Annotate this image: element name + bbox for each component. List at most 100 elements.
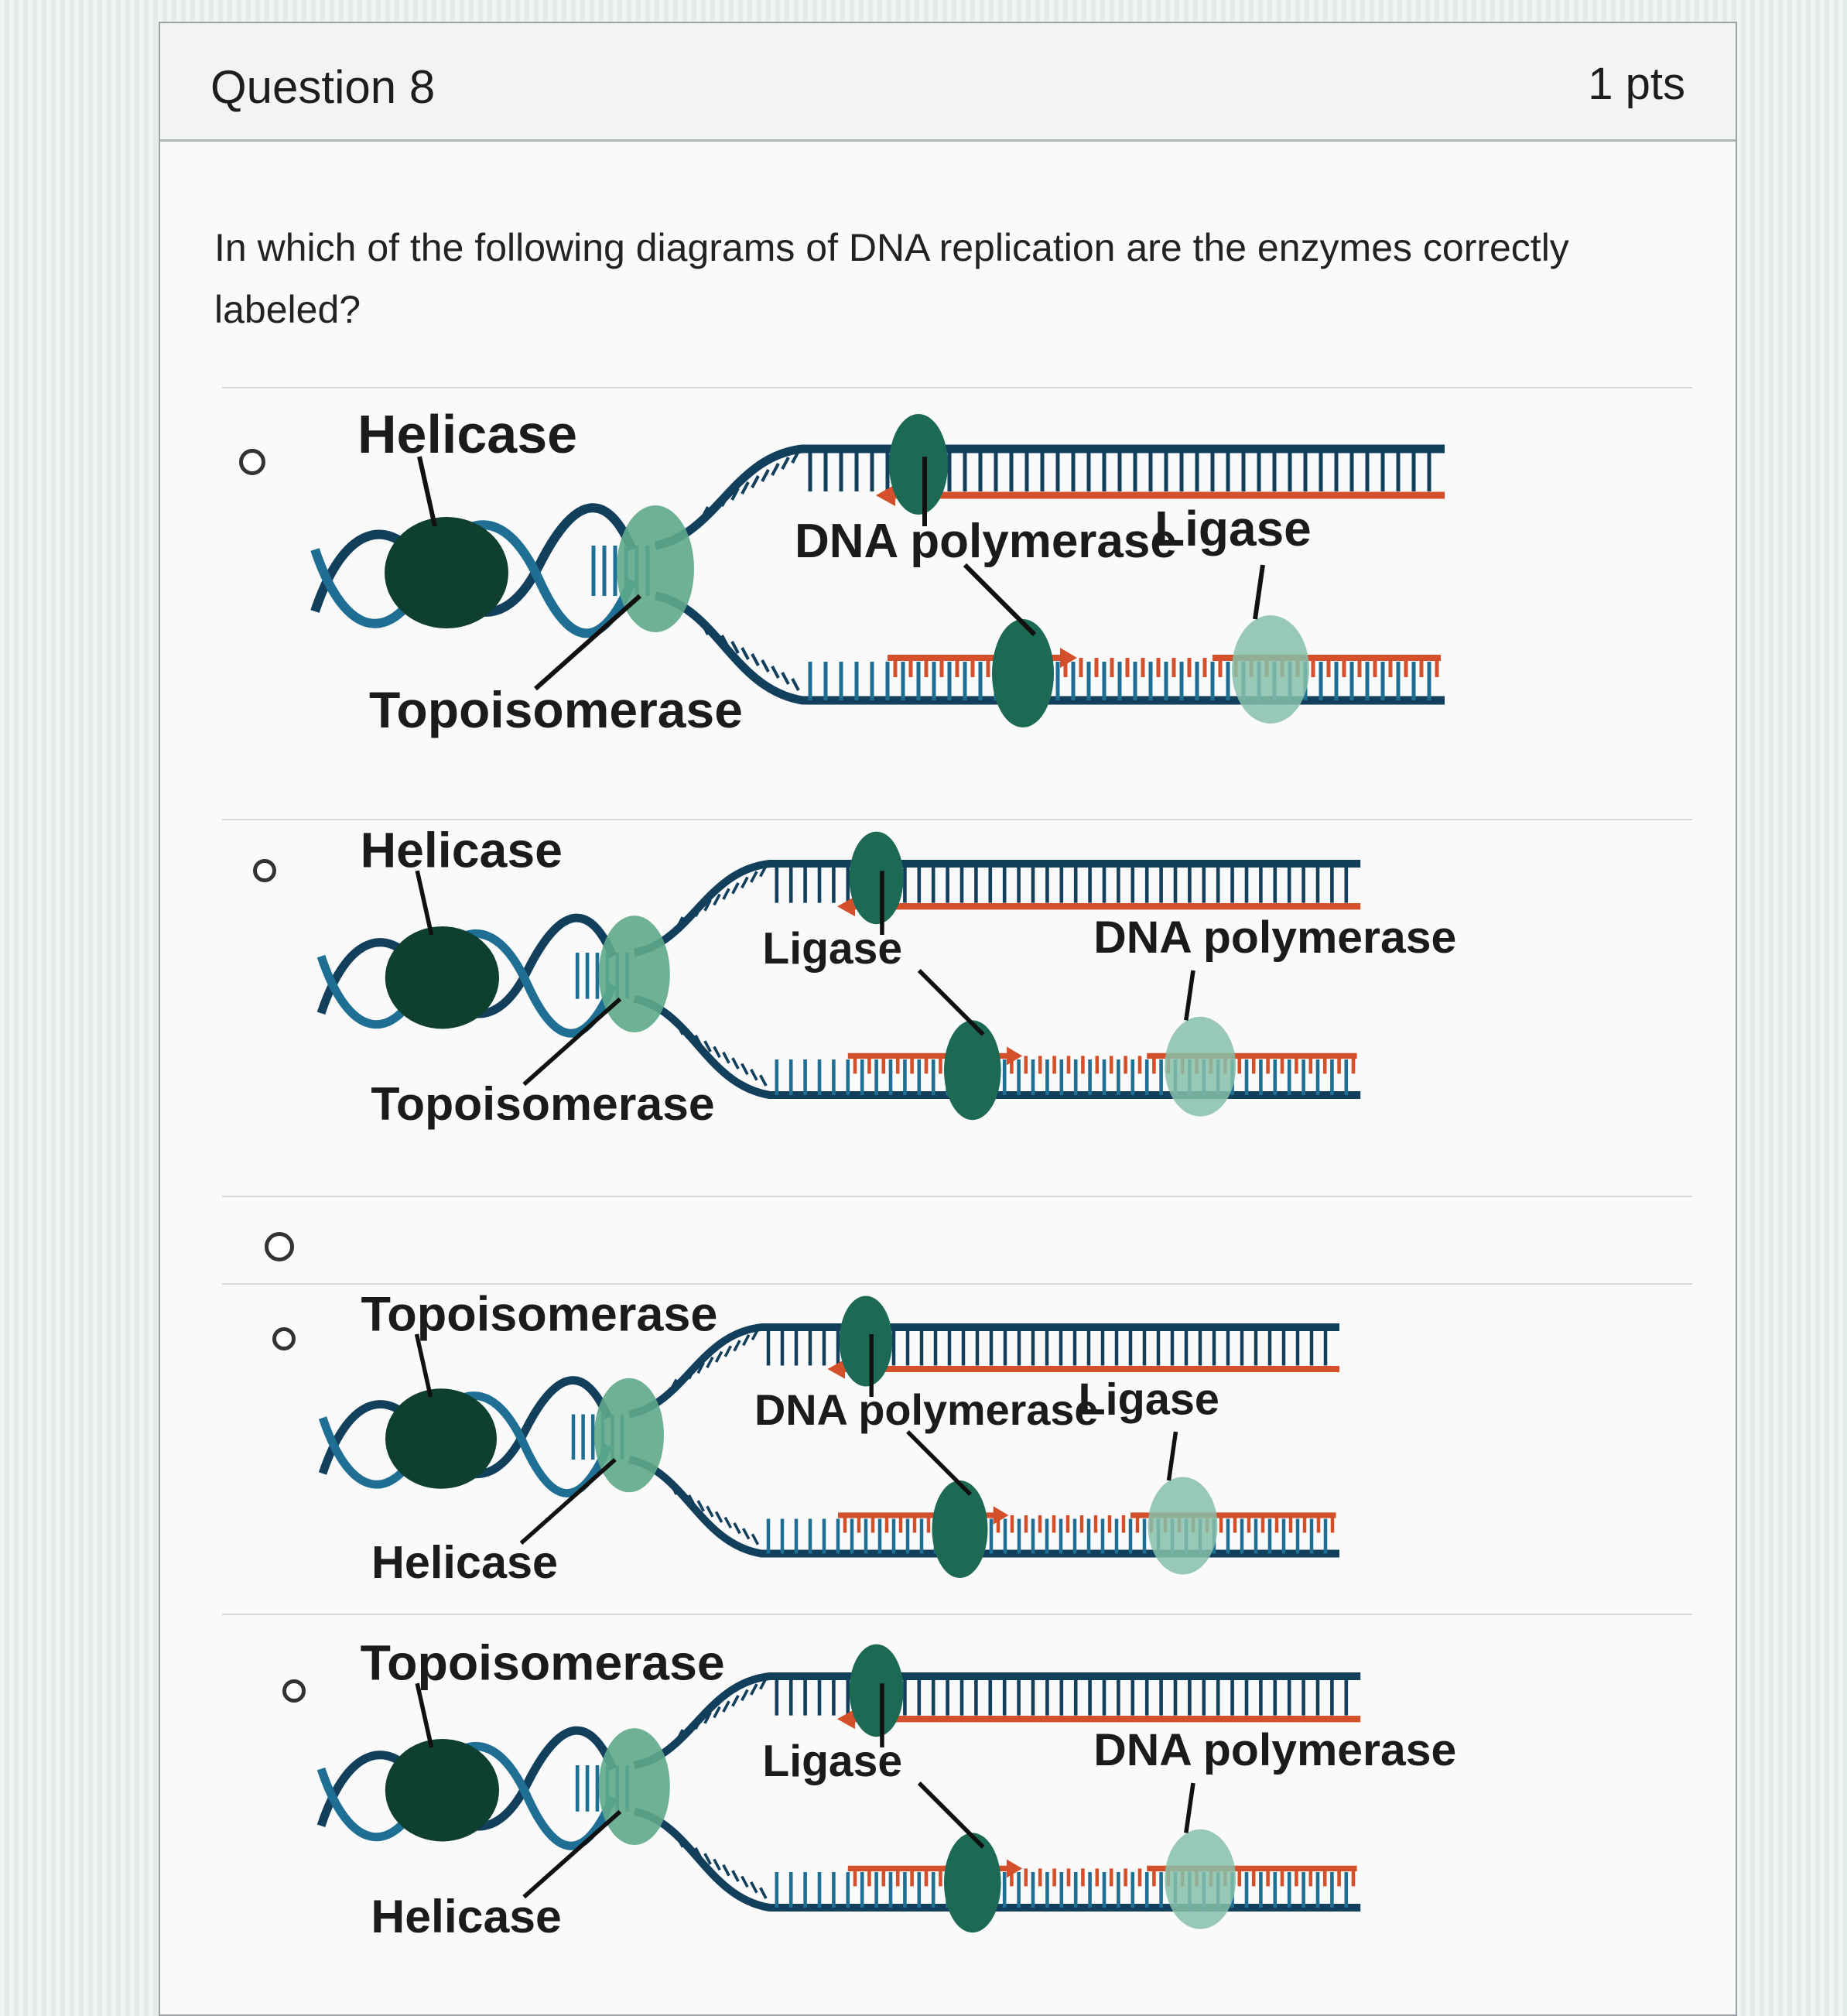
base-pair [694, 1717, 703, 1730]
base-pair [694, 1034, 703, 1047]
base-pair [751, 475, 760, 488]
radio-button[interactable] [239, 449, 265, 475]
base-pair [713, 893, 721, 906]
base-pair [723, 1516, 732, 1529]
base-pair [706, 1356, 714, 1369]
radio-button[interactable] [272, 1327, 296, 1350]
base-pair [731, 1694, 740, 1707]
base-pair [676, 1836, 684, 1848]
base-pair [679, 1488, 687, 1501]
divider [222, 1614, 1692, 1615]
leader-line [1253, 564, 1265, 620]
base-pair [741, 1875, 749, 1888]
base-pair [714, 1350, 723, 1363]
enzyme-blob [889, 414, 948, 515]
radio-button[interactable] [265, 1232, 294, 1261]
leader-line [415, 1682, 434, 1748]
base-pair [722, 888, 730, 900]
leader-line [519, 1457, 617, 1545]
question-points: 1 pts [1588, 59, 1685, 109]
base-pair [741, 481, 750, 495]
base-pair [676, 916, 684, 929]
base-pair [759, 1677, 768, 1690]
base-pair [759, 1887, 768, 1899]
enzyme-blob [1165, 1829, 1236, 1929]
base-pair [713, 1706, 721, 1719]
base-pair [750, 1881, 758, 1894]
base-pair [730, 488, 740, 501]
base-pair [731, 881, 740, 895]
strand-arrow [837, 1709, 855, 1730]
base-pair [713, 1046, 721, 1059]
enzyme-blob [617, 505, 694, 632]
base-pair [771, 666, 780, 679]
question-header: Question 8 1 pts [160, 23, 1736, 142]
radio-button[interactable] [282, 1679, 306, 1703]
leader-line [1184, 970, 1195, 1021]
label-bottom-enzyme: Topoisomerase [371, 1077, 714, 1130]
enzyme-blob [385, 517, 508, 628]
base-pair [710, 500, 720, 513]
answer-option-3[interactable] [191, 1215, 1708, 1277]
question-prompt: In which of the following diagrams of DN… [214, 226, 1569, 331]
enzyme-blob [839, 1296, 893, 1387]
leader-line [1166, 1431, 1178, 1481]
base-pair [751, 1328, 760, 1341]
base-pair [759, 1074, 768, 1087]
question-card: Question 8 1 pts In which of the followi… [159, 22, 1737, 2016]
base-pair [687, 1494, 696, 1507]
base-pair [703, 1853, 712, 1865]
radio-button[interactable] [253, 859, 276, 882]
enzyme-blob [1165, 1016, 1236, 1117]
base-pair [703, 1040, 712, 1052]
base-pair [733, 1522, 741, 1535]
base-pair [791, 450, 800, 464]
base-pair [676, 1729, 684, 1741]
base-pair [723, 1345, 732, 1357]
base-pair [722, 1700, 730, 1713]
leader-line [534, 594, 641, 691]
base-pair [685, 1841, 693, 1854]
label-middle-enzyme: Ligase [762, 1737, 902, 1786]
label-top-enzyme: Topoisomerase [361, 1641, 725, 1691]
base-pair [761, 469, 770, 482]
enzyme-blob [385, 926, 499, 1029]
divider [222, 819, 1692, 820]
base-pair [703, 899, 712, 912]
label-middle-enzyme: Ligase [762, 924, 902, 974]
base-pair [714, 1511, 723, 1523]
base-pair [700, 506, 710, 519]
base-pair [687, 1367, 696, 1380]
base-pair [742, 1528, 751, 1540]
base-pair [771, 463, 780, 476]
base-pair [750, 1683, 758, 1696]
label-right-enzyme: Ligase [1154, 501, 1312, 556]
leader-line [522, 1809, 622, 1899]
leader-line [917, 969, 985, 1036]
divider [222, 387, 1692, 388]
base-pair [676, 1023, 684, 1035]
divider [222, 1196, 1692, 1197]
base-pair [741, 1063, 749, 1076]
leader-line [963, 563, 1037, 637]
base-pair [685, 1723, 693, 1736]
leader-line [522, 997, 622, 1087]
enzyme-blob [598, 1728, 670, 1846]
base-pair [742, 1334, 751, 1347]
base-pair [761, 659, 770, 673]
base-pair [750, 1069, 758, 1081]
base-pair [669, 1483, 678, 1495]
strand-arrow [837, 896, 855, 917]
base-pair [710, 628, 720, 642]
enzyme-blob [944, 1020, 1001, 1121]
label-bottom-enzyme: Topoisomerase [369, 681, 743, 738]
enzyme-blob [849, 1644, 904, 1737]
strand-arrow [827, 1359, 845, 1379]
base-pair [696, 1500, 705, 1512]
